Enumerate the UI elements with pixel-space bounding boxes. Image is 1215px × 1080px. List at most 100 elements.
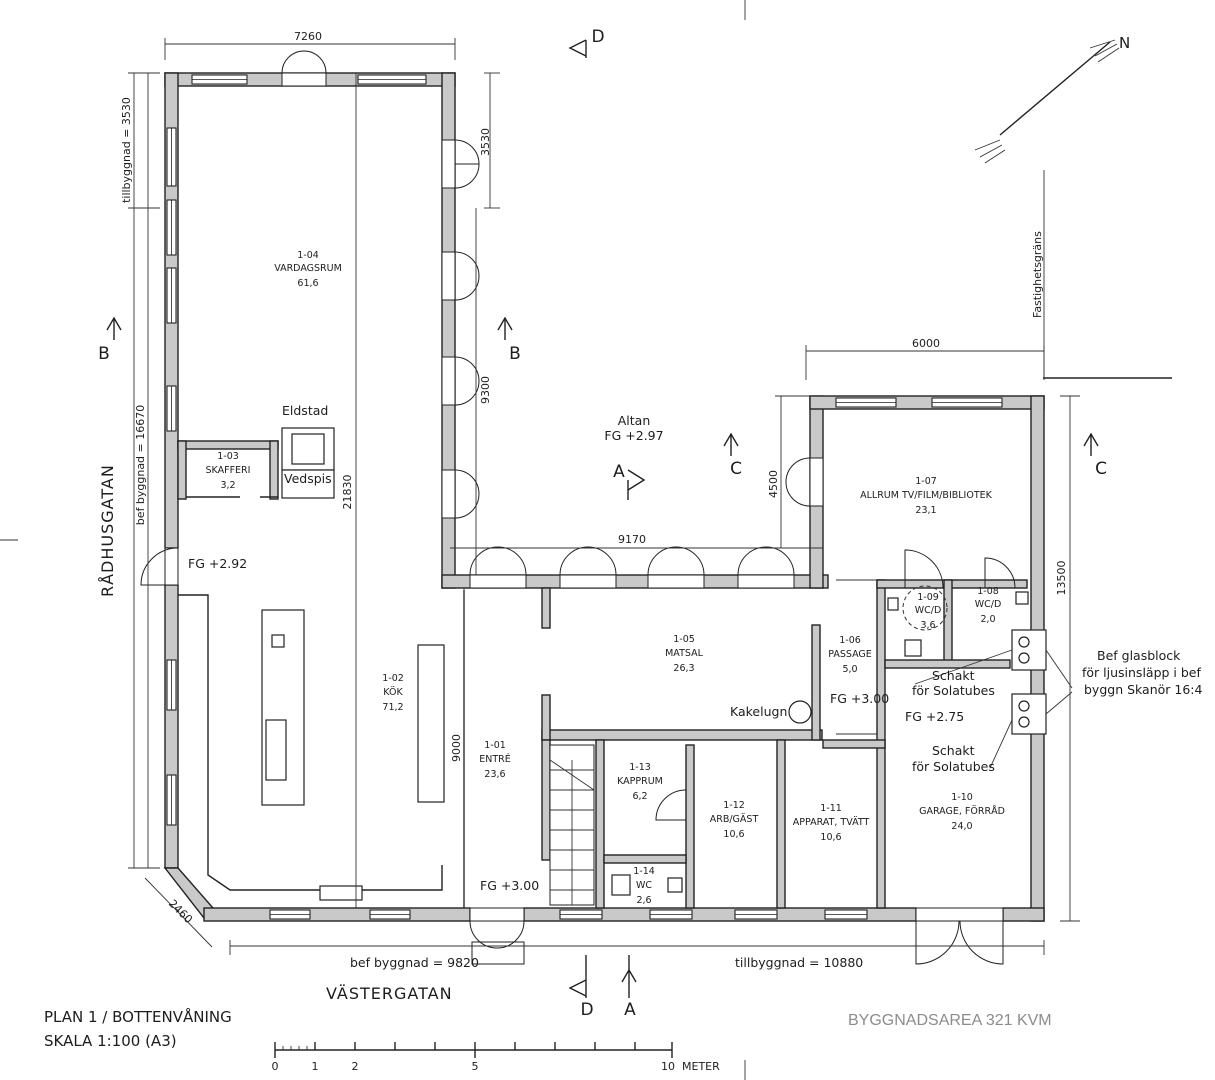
- svg-text:24,0: 24,0: [951, 821, 972, 832]
- svg-text:KÖK: KÖK: [383, 687, 403, 698]
- vedspis-label: Vedspis: [284, 471, 332, 486]
- svg-text:1-01: 1-01: [484, 740, 506, 751]
- schakt2-label: Schakt: [932, 743, 975, 758]
- svg-text:5,0: 5,0: [842, 664, 857, 675]
- annotations: Eldstad Vedspis Altan FG +2.97 FG +2.92 …: [188, 34, 1203, 893]
- schakt1-label: Schakt: [932, 668, 975, 683]
- staircase: [549, 744, 595, 906]
- svg-text:ALLRUM TV/FILM/BIBLIOTEK: ALLRUM TV/FILM/BIBLIOTEK: [860, 490, 993, 501]
- svg-text:1: 1: [312, 1060, 319, 1073]
- street-south: VÄSTERGATAN: [326, 984, 453, 1003]
- street-names: RÅDHUSGATAN VÄSTERGATAN: [98, 464, 453, 1003]
- svg-text:1-05: 1-05: [673, 634, 695, 645]
- glassblock-label-2: för ljusinsläpp i bef: [1082, 665, 1201, 680]
- svg-text:10: 10: [661, 1060, 675, 1073]
- svg-text:1-14: 1-14: [633, 866, 655, 877]
- svg-text:1-07: 1-07: [915, 476, 937, 487]
- kakelugn-label: Kakelugn: [730, 704, 787, 719]
- svg-text:B: B: [509, 344, 521, 364]
- fg-passage-label: FG +3.00: [830, 691, 889, 706]
- building-area: BYGGNADSAREA 321 KVM: [848, 1012, 1052, 1029]
- svg-text:21830: 21830: [341, 475, 354, 510]
- dining-garden-doors: [469, 457, 824, 589]
- glassblock-label-1: Bef glasblock: [1097, 648, 1181, 663]
- svg-text:bef byggnad = 9820: bef byggnad = 9820: [350, 955, 479, 970]
- svg-text:4500: 4500: [767, 470, 780, 498]
- svg-text:C: C: [1095, 459, 1107, 479]
- svg-text:13500: 13500: [1055, 561, 1068, 596]
- svg-text:B: B: [98, 344, 110, 364]
- svg-text:5: 5: [472, 1060, 479, 1073]
- svg-text:3,6: 3,6: [920, 620, 935, 631]
- svg-text:WC: WC: [636, 880, 652, 891]
- svg-text:D: D: [580, 1000, 593, 1020]
- svg-text:10,6: 10,6: [723, 829, 744, 840]
- svg-text:71,2: 71,2: [382, 702, 403, 713]
- fg-entry-label: FG +3.00: [480, 878, 539, 893]
- section-letters: D B B A C C D A: [98, 27, 1107, 1020]
- windows: [166, 74, 1003, 920]
- svg-text:61,6: 61,6: [297, 278, 318, 289]
- svg-text:3530: 3530: [479, 128, 492, 156]
- svg-text:GARAGE, FÖRRÅD: GARAGE, FÖRRÅD: [919, 805, 1005, 817]
- svg-text:2,6: 2,6: [636, 895, 651, 906]
- plan-scale: SKALA 1:100 (A3): [44, 1032, 177, 1050]
- living-room-garden-doors: [281, 50, 480, 519]
- altan-fg-label: FG +2.97: [604, 428, 663, 443]
- svg-text:PASSAGE: PASSAGE: [828, 649, 872, 660]
- sheet-frame: [0, 0, 1172, 1080]
- svg-text:9300: 9300: [479, 376, 492, 404]
- svg-text:ENTRÉ: ENTRÉ: [479, 753, 511, 765]
- svg-text:23,6: 23,6: [484, 769, 505, 780]
- svg-text:ARB/GÄST: ARB/GÄST: [710, 814, 759, 825]
- schakt1-sub-label: för Solatubes: [912, 683, 995, 698]
- leader-lines: [914, 649, 1073, 769]
- svg-text:1-06: 1-06: [839, 635, 861, 646]
- svg-text:D: D: [591, 27, 604, 47]
- svg-text:VARDAGSRUM: VARDAGSRUM: [274, 263, 342, 274]
- street-west: RÅDHUSGATAN: [98, 464, 117, 597]
- svg-text:9000: 9000: [450, 734, 463, 762]
- scale-unit: METER: [682, 1060, 720, 1073]
- svg-text:0: 0: [272, 1060, 279, 1073]
- svg-text:2: 2: [352, 1060, 359, 1073]
- section-markers: [106, 39, 1099, 998]
- dimension-lines: [128, 38, 1080, 955]
- title-block: PLAN 1 / BOTTENVÅNING SKALA 1:100 (A3) B…: [44, 1007, 1052, 1073]
- altan-label: Altan: [618, 413, 651, 428]
- glassblock-label-3: byggn Skanör 16:4: [1084, 682, 1203, 697]
- svg-text:6,2: 6,2: [632, 791, 647, 802]
- svg-text:MATSAL: MATSAL: [665, 648, 703, 659]
- svg-text:1-13: 1-13: [629, 762, 651, 773]
- eldstad-label: Eldstad: [282, 403, 328, 418]
- svg-text:A: A: [624, 1000, 636, 1020]
- dimension-texts: 7260 3530 tillbyggnad = 3530 bef byggnad…: [120, 30, 1068, 970]
- interior-walls: [177, 440, 1028, 909]
- svg-text:9170: 9170: [618, 533, 646, 546]
- north-label: N: [1119, 34, 1130, 52]
- scale-bar: [274, 1042, 673, 1058]
- svg-text:3,2: 3,2: [220, 480, 235, 491]
- entrance-doors: [140, 547, 1004, 965]
- schakt2-sub-label: för Solatubes: [912, 759, 995, 774]
- svg-text:APPARAT, TVÄTT: APPARAT, TVÄTT: [793, 817, 870, 828]
- svg-text:1-11: 1-11: [820, 803, 842, 814]
- fg-garage-label: FG +2.75: [905, 709, 964, 724]
- svg-text:bef byggnad = 16670: bef byggnad = 16670: [134, 405, 147, 525]
- svg-text:6000: 6000: [912, 337, 940, 350]
